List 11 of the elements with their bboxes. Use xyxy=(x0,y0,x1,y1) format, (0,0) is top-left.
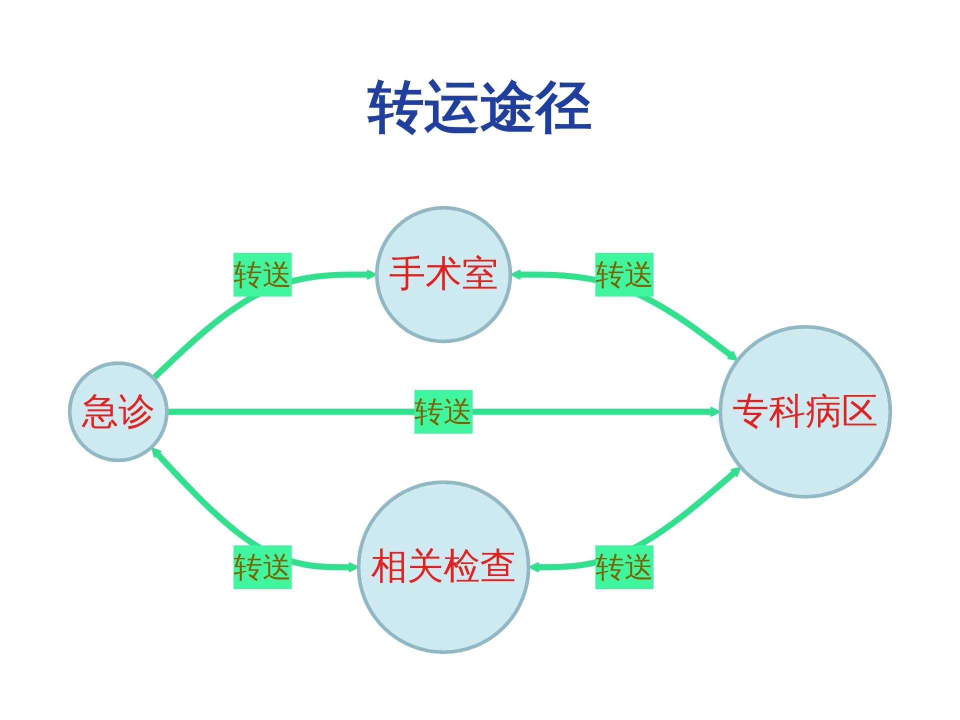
edge-label: 转送 xyxy=(234,258,292,292)
edge-label: 转送 xyxy=(414,394,473,429)
node-circle: 专科病区 xyxy=(718,325,892,499)
node-circle: 急诊 xyxy=(68,361,169,462)
title: 转运途径 xyxy=(366,74,593,142)
edge-label: 转送 xyxy=(234,550,292,584)
edge-label: 转送 xyxy=(595,258,654,292)
arrow xyxy=(166,406,721,418)
node-circle: 相关检查 xyxy=(356,480,530,654)
node-circle: 手术室 xyxy=(375,206,512,344)
edge-label: 转送 xyxy=(595,550,654,584)
